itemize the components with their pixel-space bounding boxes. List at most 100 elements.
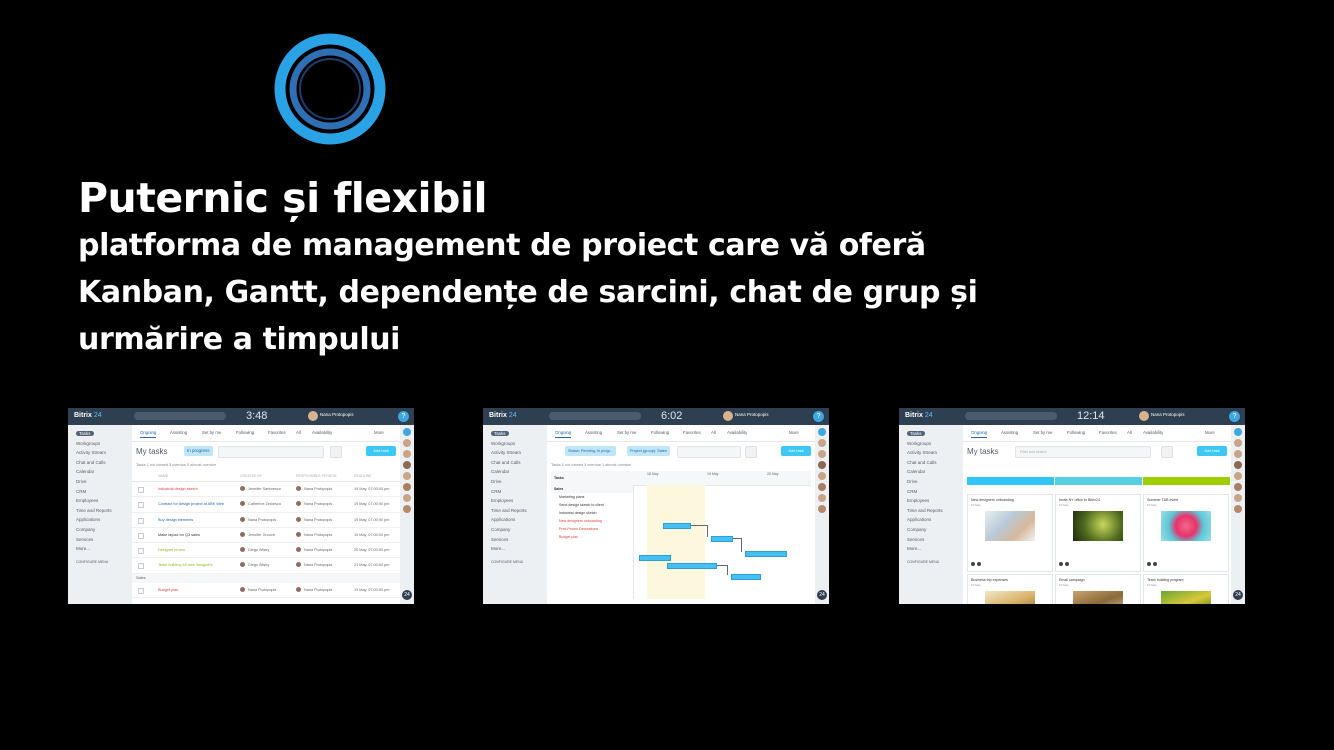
avatar[interactable] [1234,483,1242,491]
tab-more[interactable]: More [374,430,384,435]
avatar[interactable] [818,483,826,491]
nav-item-activity-stream[interactable]: Activity Stream [491,450,522,456]
row-checkbox[interactable] [138,487,144,493]
avatar[interactable] [1234,461,1242,469]
gantt-task-row[interactable]: Print Promo Decorations [559,527,599,531]
nav-item-crm[interactable]: CRM [491,488,502,494]
row-checkbox[interactable] [138,563,144,570]
tab-following[interactable]: Following [1067,430,1086,435]
table-row[interactable]: Budget plan Nana Protopopis Nana Protopo… [132,583,400,599]
configure-menu-link[interactable]: CONFIGURE MENU [76,559,109,564]
global-search-input[interactable] [134,412,226,420]
nav-item-applications[interactable]: Applications [76,517,101,523]
nav-item-calendar[interactable]: Calendar [76,469,95,475]
nav-item-calendar[interactable]: Calendar [907,469,926,475]
nav-item-more[interactable]: More... [907,546,922,552]
tab-favorites[interactable]: Favorites [1099,430,1117,435]
nav-item-applications[interactable]: Applications [491,517,516,523]
avatar[interactable] [818,450,826,458]
nav-item-services[interactable]: Services [76,536,94,542]
tab-more[interactable]: More [789,430,799,435]
task-name[interactable]: Industrial design sketch [158,487,198,491]
nav-item-chat[interactable]: Chat and Calls [76,459,106,465]
filter-chip-status[interactable]: Status: Pending, In progr... [565,446,616,456]
task-name[interactable]: Budget plan [158,587,179,592]
nav-item-calendar[interactable]: Calendar [491,469,510,475]
nav-item-services[interactable]: Services [907,536,925,542]
tab-set-by-me[interactable]: Set by me [617,430,637,435]
user-name[interactable]: Nana Protopopis [320,412,354,417]
brand-logo[interactable]: Bitrix 24 [489,412,517,419]
task-name[interactable]: Team building for new designers [158,563,213,568]
nav-item-services[interactable]: Services [491,536,509,542]
gantt-bar[interactable] [731,574,761,580]
nav-item-drive[interactable]: Drive [76,478,87,484]
avatar[interactable] [818,505,826,513]
configure-menu-link[interactable]: CONFIGURE MENU [907,559,940,564]
avatar[interactable] [1234,472,1242,480]
gear-icon[interactable] [745,446,757,458]
nav-item-activity-stream[interactable]: Activity Stream [907,450,938,456]
tab-assisting[interactable]: Assisting [170,430,188,435]
nav-item-company[interactable]: Company [76,526,96,532]
tab-availability[interactable]: Availability [1143,430,1164,435]
tab-assisting[interactable]: Assisting [585,430,603,435]
user-name[interactable]: Nana Protopopis [735,412,769,417]
kanban-card[interactable]: Invite NY office to Bitrix24 19 May [1055,494,1141,572]
col-name[interactable]: NAME [158,474,169,478]
filter-search-input[interactable] [677,446,741,458]
tab-set-by-me[interactable]: Set by me [202,430,222,435]
user-avatar[interactable] [723,411,733,421]
nav-item-company[interactable]: Company [907,526,927,532]
nav-item-employees[interactable]: Employees [907,498,930,504]
avatar[interactable] [1234,494,1242,502]
configure-menu-link[interactable]: CONFIGURE MENU [491,559,524,564]
tab-all[interactable]: All [711,430,716,435]
help-icon[interactable]: ? [813,411,824,422]
avatar[interactable] [1234,450,1242,458]
add-task-button[interactable]: Add task [366,446,396,456]
avatar[interactable] [818,439,826,447]
notification-counter[interactable]: 24 [817,590,827,600]
filter-chip-project[interactable]: Project (group): Sales [627,446,670,456]
nav-item-crm[interactable]: CRM [907,488,918,494]
gantt-task-row[interactable]: New designers onboarding [559,519,602,523]
user-name[interactable]: Nana Protopopis [1151,412,1185,417]
filter-search-input[interactable] [218,446,324,458]
avatar[interactable] [403,472,411,480]
tab-more[interactable]: More [1205,430,1215,435]
nav-item-crm[interactable]: CRM [76,488,87,494]
task-name[interactable]: Contract for design project at ABK Web [158,502,224,507]
nav-item-chat[interactable]: Chat and Calls [907,459,937,465]
gantt-task-row[interactable]: Send design sketch to client [559,503,604,507]
gantt-bar[interactable] [745,551,787,557]
tab-favorites[interactable]: Favorites [683,430,701,435]
kanban-stage[interactable] [1055,477,1142,485]
tab-following[interactable]: Following [236,430,255,435]
row-checkbox[interactable] [138,517,144,524]
nav-item-time-reports[interactable]: Time and Reports [76,507,112,513]
notification-counter[interactable]: 24 [402,590,412,600]
gear-icon[interactable] [330,446,342,458]
avatar[interactable] [1234,505,1242,513]
gantt-task-row[interactable]: Marketing plans [559,495,585,499]
gantt-bar[interactable] [667,563,717,569]
gantt-task-row[interactable]: Industrial design sketch [559,511,597,515]
tab-ongoing[interactable]: Ongoing [971,430,988,438]
kanban-stage[interactable] [967,477,1054,485]
tab-favorites[interactable]: Favorites [268,430,286,435]
chat-icon[interactable] [1234,428,1242,436]
nav-item-workgroups[interactable]: Workgroups [907,440,932,446]
nav-item-workgroups[interactable]: Workgroups [491,440,516,446]
kanban-card[interactable]: Email campaign 19 May [1055,574,1141,604]
brand-logo[interactable]: Bitrix 24 [74,412,102,419]
nav-item-drive[interactable]: Drive [491,478,502,484]
col-created-by[interactable]: CREATED BY [240,474,263,478]
nav-item-time-reports[interactable]: Time and Reports [907,507,943,513]
global-search-input[interactable] [965,412,1057,420]
